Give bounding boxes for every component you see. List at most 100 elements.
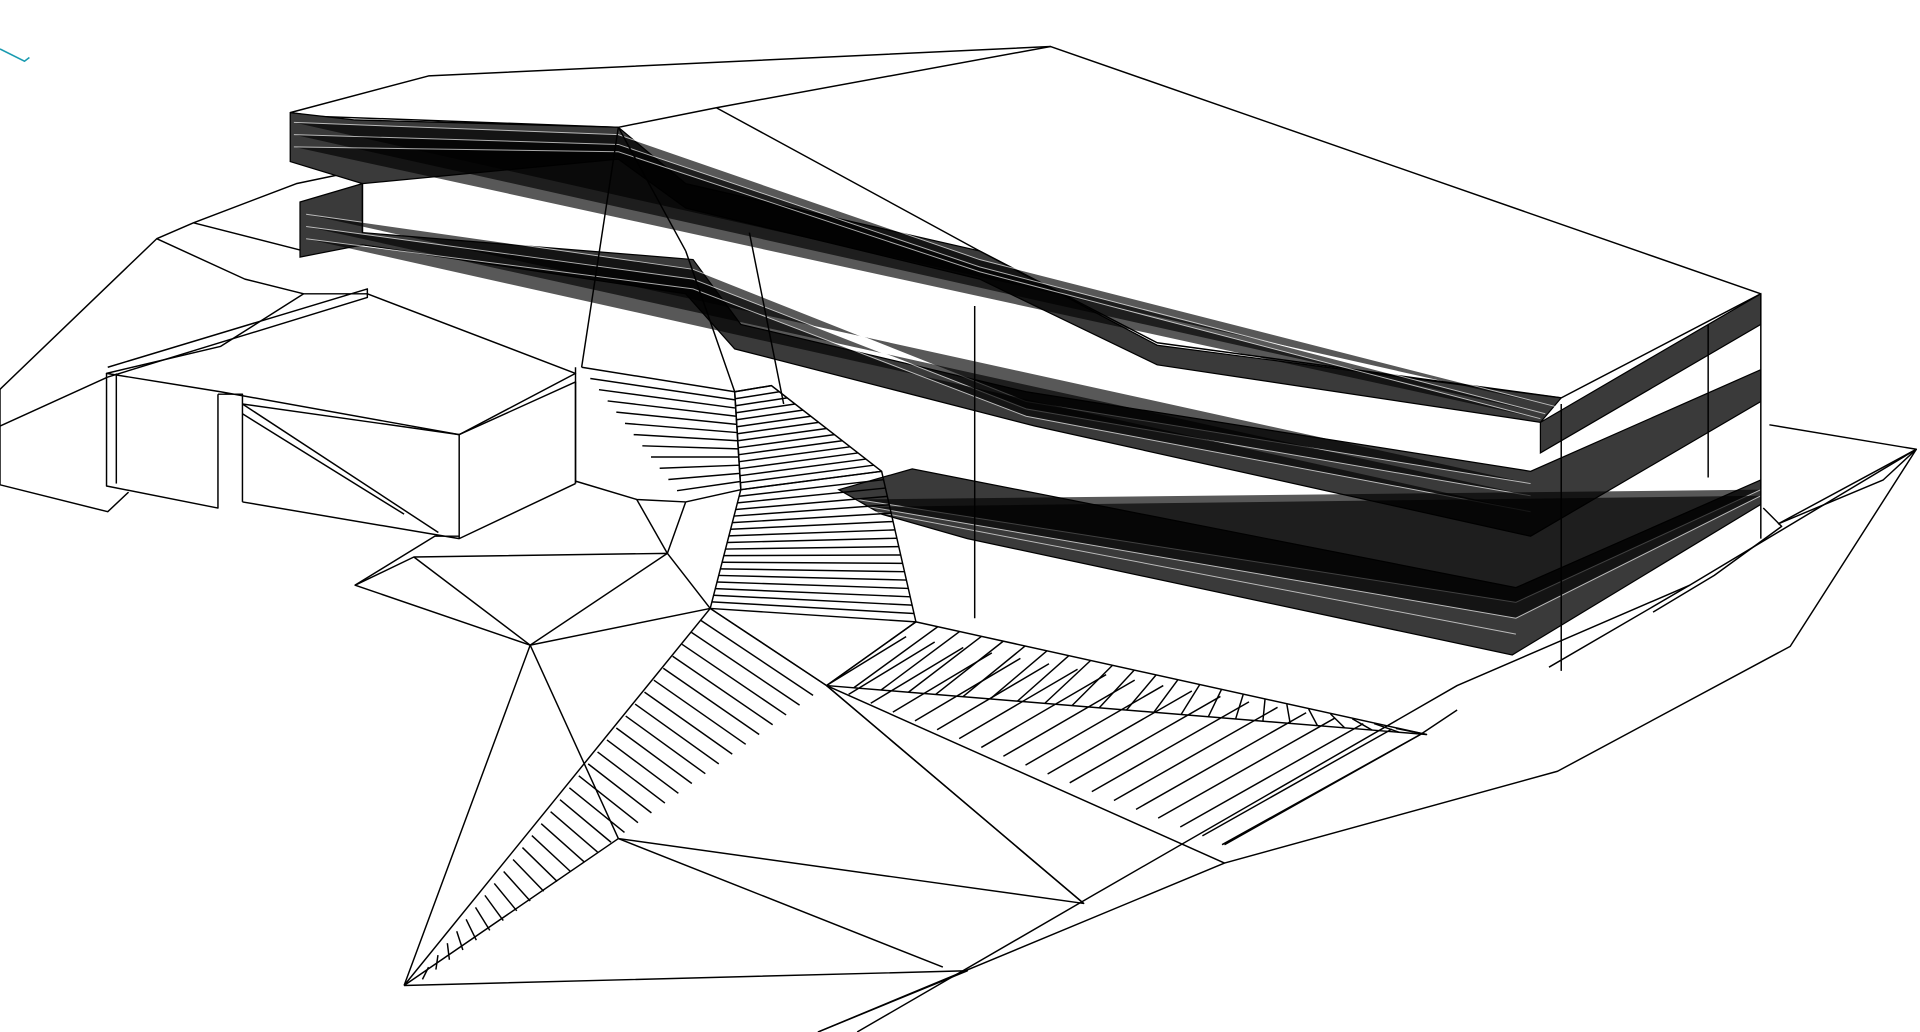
hatch-line-south [559, 799, 612, 843]
hatch-line-south [503, 870, 531, 902]
hatch-line-southeast [958, 668, 1078, 740]
hatch-line-south [435, 955, 439, 970]
hatch-line-ramp-mid [735, 495, 888, 511]
hatch-line-east [989, 650, 1048, 700]
hatch-line-east [1153, 679, 1179, 713]
hatch-line-ramp-mid [727, 537, 897, 544]
hatch-line-south [474, 906, 491, 931]
hatch-line-south [653, 679, 747, 745]
hatch-line-ramp-mid [710, 607, 916, 623]
hatch-line-south [644, 691, 733, 755]
hatch-line-south [568, 787, 625, 834]
hatch-line-ramp-top [740, 464, 874, 484]
hatch-line-ramp-mid [716, 581, 909, 590]
hatch-line-east [962, 645, 1026, 698]
hatch-line-ramp-mid [718, 574, 907, 581]
hatch-line-ramp-mid [732, 512, 892, 524]
hatch-line-ramp-top [735, 403, 796, 414]
hatch-line-east [1307, 708, 1319, 726]
hatch-line-ramp-top [738, 446, 851, 463]
hatch-line-ramp-mid [725, 545, 899, 550]
hatch-line-south [493, 882, 518, 912]
hatch-line-south [578, 775, 639, 824]
ramp-hatching [421, 366, 1427, 980]
hatch-line-southeast [892, 652, 993, 713]
hatch-line-south [672, 655, 774, 726]
hatch-line-ramp-mid [711, 601, 915, 615]
hatch-line-east [1016, 655, 1070, 702]
hatch-line-southeast [1224, 733, 1421, 846]
hatch-line-ramp-mid [740, 470, 882, 491]
hatch-line-east [907, 635, 982, 693]
hatch-line-west [676, 480, 741, 492]
annex-block [105, 288, 577, 540]
hatch-line-ramp-mid [737, 487, 886, 504]
band-striations [293, 121, 1762, 635]
hatch-line-southeast [936, 663, 1050, 731]
hatch-line-south [521, 847, 558, 882]
ucs-axis-icon[interactable] [0, 48, 30, 63]
hatch-line-west [607, 400, 737, 417]
hatch-line-ramp-mid [728, 529, 895, 537]
hatch-line-southeast [914, 657, 1021, 722]
hatch-line-ramp-top [737, 427, 827, 442]
hatch-line-south [512, 859, 545, 892]
hatch-line-east [880, 630, 960, 691]
terrain-mesh [0, 170, 1918, 1032]
hatch-line-west [642, 445, 739, 450]
hatch-line-southeast [1003, 679, 1136, 757]
hatch-line-ramp-top [736, 409, 804, 421]
hatch-line-ramp-mid [722, 561, 903, 565]
hatch-line-ramp-top [738, 439, 843, 456]
hatch-line-east [935, 640, 1004, 696]
hatch-line-west [598, 388, 736, 409]
hatch-line-west [624, 422, 738, 434]
hatch-line-south [625, 715, 706, 775]
hatch-line-east [1329, 713, 1346, 729]
hatch-line-south [587, 763, 652, 814]
hatch-line-southeast [1157, 717, 1336, 819]
hatch-line-ramp-top [739, 458, 866, 477]
hatch-line-east [1262, 699, 1266, 722]
hatch-line-southeast [1179, 722, 1364, 828]
hatch-line-west [633, 433, 738, 442]
hatch-line-south [662, 667, 760, 736]
hatch-line-south [615, 727, 693, 785]
hatch-line-ramp-mid [715, 587, 911, 598]
hatch-line-ramp-top [735, 397, 788, 407]
hatch-line-ramp-top [737, 421, 819, 435]
hatch-line-southeast [1025, 684, 1164, 766]
hatch-line-ramp-top [736, 415, 811, 428]
hatch-line-ramp-top [735, 391, 780, 400]
hatch-line-ramp-mid [713, 594, 913, 606]
hatch-line-west [685, 488, 741, 503]
hatch-line-east [1180, 684, 1201, 715]
hatch-line-east [1207, 689, 1223, 718]
hatch-line-east [1373, 722, 1400, 733]
hatch-line-south [681, 643, 787, 716]
hatch-line-southeast [980, 674, 1107, 749]
hatch-line-south [634, 703, 720, 765]
hatch-line-southeast [1135, 712, 1307, 810]
hatch-line-ramp-mid [733, 504, 890, 517]
hatch-line-ramp-top [738, 433, 835, 449]
hatch-line-east [1286, 704, 1291, 724]
hatch-line-south [550, 811, 599, 853]
hatch-line-ramp-mid [720, 568, 905, 573]
hatch-line-south [540, 823, 585, 863]
hatch-line-south [691, 631, 801, 706]
hatch-line-southeast [1113, 706, 1278, 802]
hatch-line-east [1071, 664, 1113, 707]
hatch-line-west [668, 472, 740, 481]
hatch-line-southeast [1069, 695, 1221, 784]
hatch-line-east [1395, 727, 1427, 736]
hatch-line-ramp-top [734, 384, 772, 393]
hatch-line-east [1044, 660, 1091, 704]
hatch-line-south [709, 607, 827, 687]
hatch-line-ramp-mid [723, 554, 901, 557]
hatch-line-east [1098, 669, 1135, 709]
hatch-line-south [421, 966, 430, 980]
hatch-line-east [826, 621, 917, 687]
